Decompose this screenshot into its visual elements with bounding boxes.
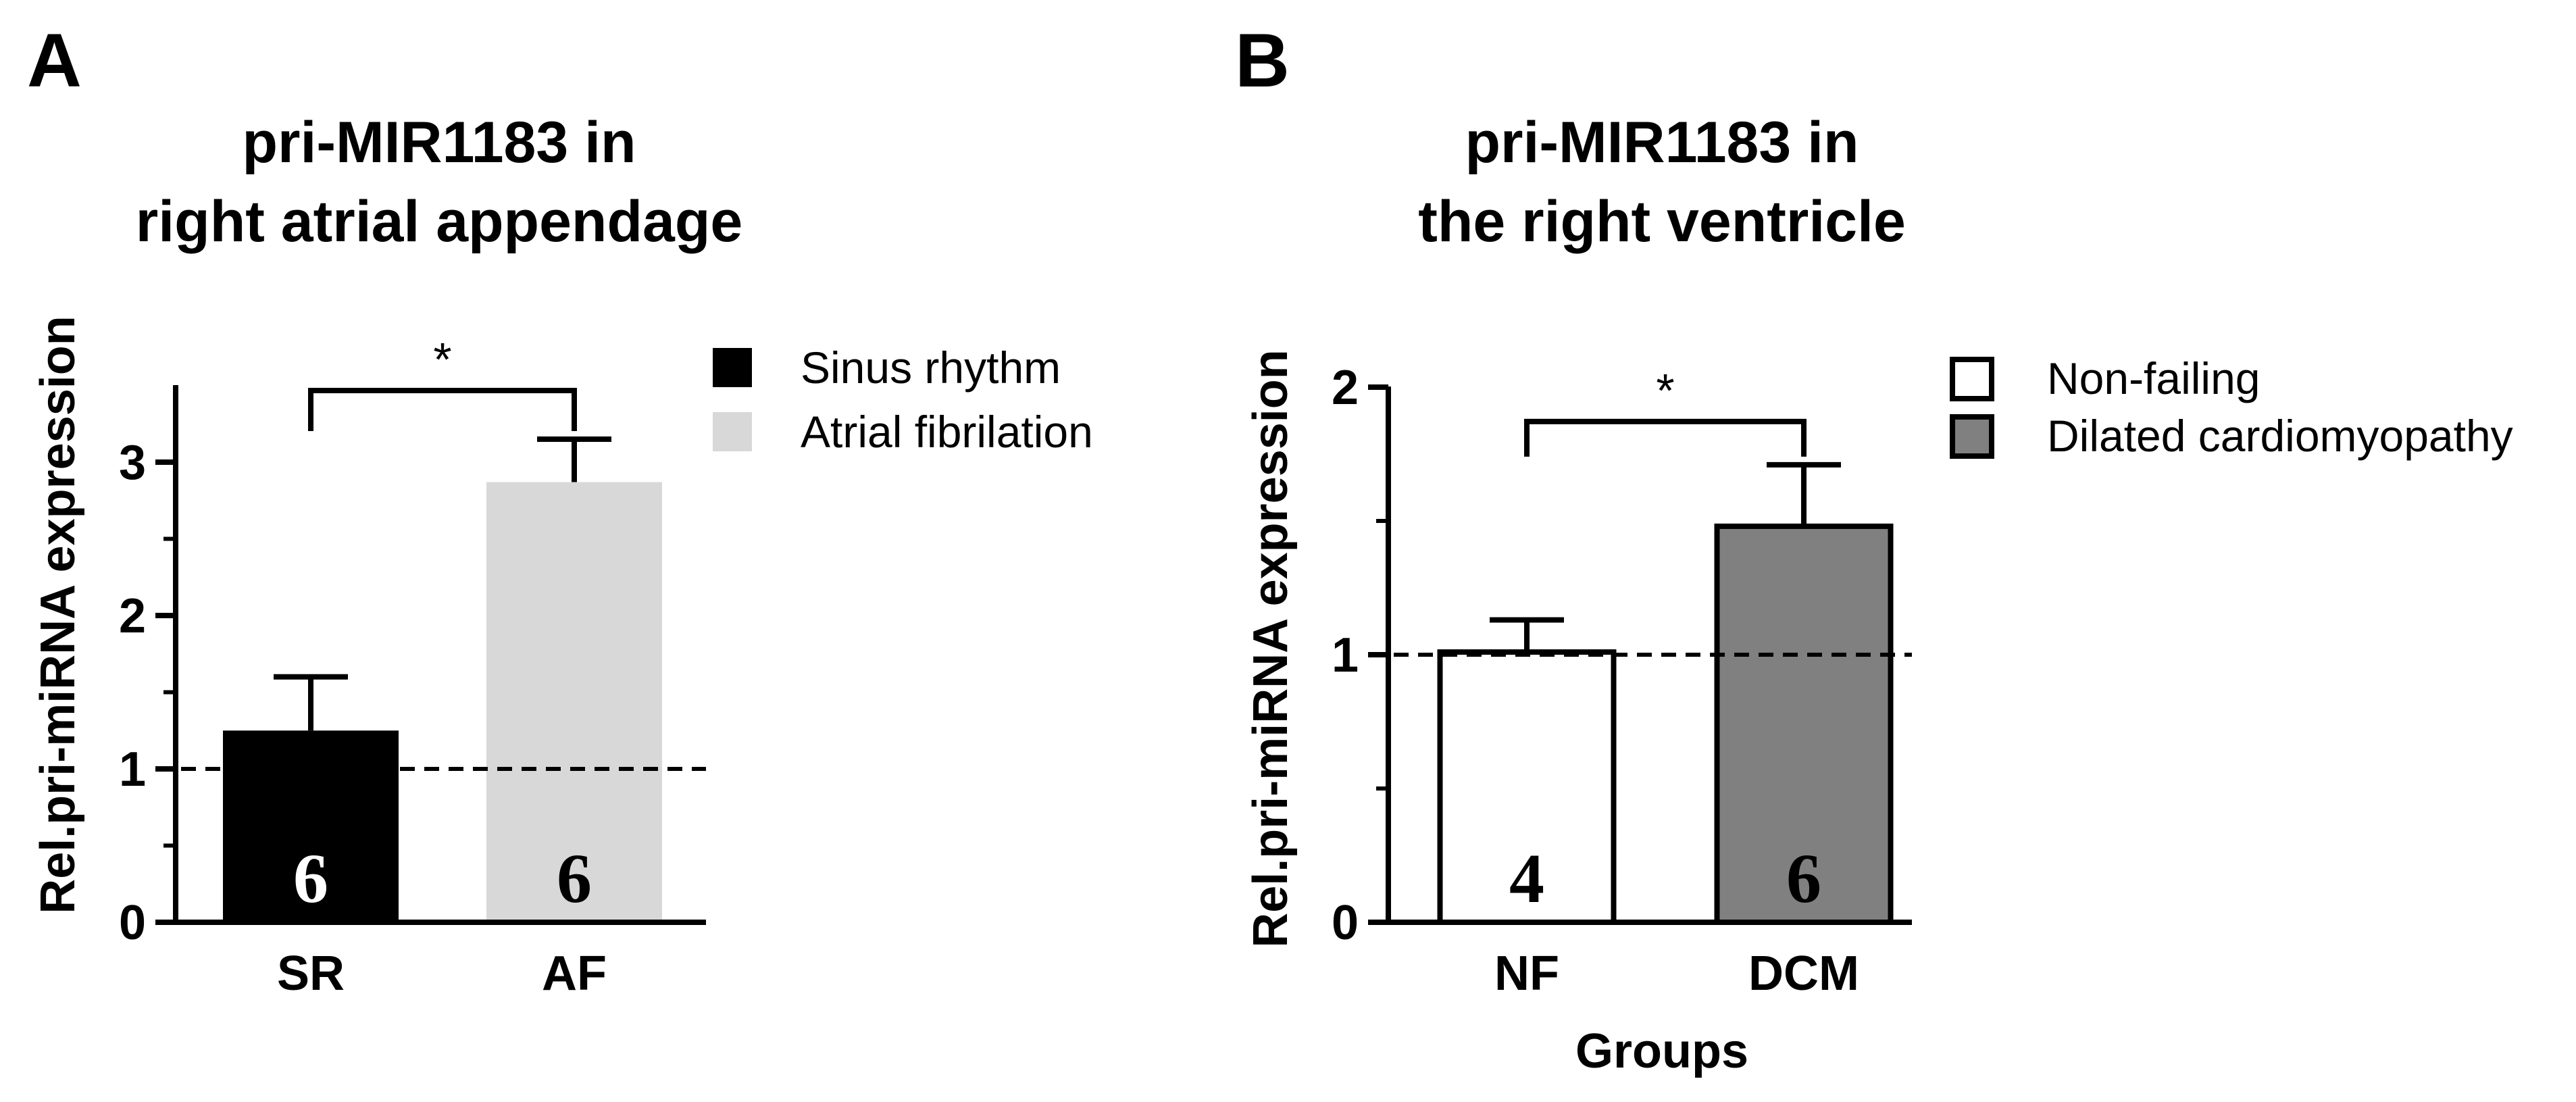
y-axis-label-a: Rel.pri-miRNA expression: [31, 316, 85, 914]
significance-marker-a: *: [433, 333, 451, 386]
y-tick-label-b-1: 1: [1332, 628, 1359, 682]
sample-size-label-a-1: 6: [293, 840, 328, 918]
y-ticks-a: 0 1 2 3: [119, 436, 176, 950]
y-tick-label-a-3: 3: [119, 436, 146, 490]
legend-label-a-1: Sinus rhythm: [801, 343, 1061, 393]
bar-b-nf: [1437, 649, 1617, 925]
x-tick-labels-b: NF DCM: [1494, 947, 1859, 1001]
x-tick-label-a-2: AF: [542, 947, 607, 1001]
legend-label-a-2: Atrial fibrilation: [801, 407, 1093, 457]
x-tick-labels-a: SR AF: [277, 947, 607, 1001]
x-tick-label-b-1: NF: [1494, 947, 1559, 1001]
significance-marker-b: *: [1656, 364, 1674, 417]
y-tick-label-b-0: 0: [1332, 896, 1359, 950]
legend-swatch-b-2: [1950, 414, 1994, 459]
chart-title-a-line-2: right atrial appendage: [136, 189, 742, 254]
panel-b: B pri-MIR1183 in the right ventricle Rel…: [1235, 18, 2513, 1078]
sample-size-label-a-2: 6: [557, 840, 592, 918]
bar-a-af: [486, 482, 662, 922]
legend-swatch-a-2: [713, 412, 752, 451]
significance-bracket-a: *: [308, 333, 577, 431]
axes-a: [173, 385, 706, 925]
bar-b-dcm: [1714, 523, 1894, 925]
bar-a-sr: [223, 730, 399, 922]
bracket-a: [308, 387, 577, 431]
panel-a: A pri-MIR1183 in right atrial appendage …: [27, 18, 1093, 1001]
significance-bracket-b: *: [1524, 364, 1807, 457]
y-ticks-b: 0 1 2: [1332, 361, 1388, 950]
sample-size-label-b-2: 6: [1786, 840, 1821, 918]
chart-title-a-line-1: pri-MIR1183 in: [242, 110, 636, 175]
panel-label-a: A: [27, 18, 82, 103]
legend-swatch-b-1: [1950, 357, 1994, 401]
chart-title-b-line-2: the right ventricle: [1418, 189, 1906, 254]
legend-label-b-2: Dilated cardiomyopathy: [2047, 411, 2513, 461]
bracket-b: [1524, 418, 1807, 457]
legend-swatch-a-1: [713, 348, 752, 387]
sample-size-label-b-1: 4: [1509, 840, 1544, 918]
legend-b: Non-failing Dilated cardiomyopathy: [1950, 353, 2513, 461]
x-tick-label-a-1: SR: [277, 947, 345, 1001]
chart-title-b-line-1: pri-MIR1183 in: [1465, 110, 1859, 175]
x-axis-label-b: Groups: [1575, 1024, 1748, 1078]
legend-a: Sinus rhythm Atrial fibrilation: [713, 343, 1093, 457]
panel-label-b: B: [1235, 18, 1290, 103]
x-tick-label-b-2: DCM: [1748, 947, 1859, 1001]
y-tick-label-b-2: 2: [1332, 361, 1359, 415]
y-tick-label-a-0: 0: [119, 896, 146, 950]
legend-label-b-1: Non-failing: [2047, 353, 2261, 403]
y-tick-label-a-1: 1: [119, 743, 146, 797]
y-axis-label-b: Rel.pri-miRNA expression: [1244, 349, 1298, 948]
y-tick-label-a-2: 2: [119, 589, 146, 643]
